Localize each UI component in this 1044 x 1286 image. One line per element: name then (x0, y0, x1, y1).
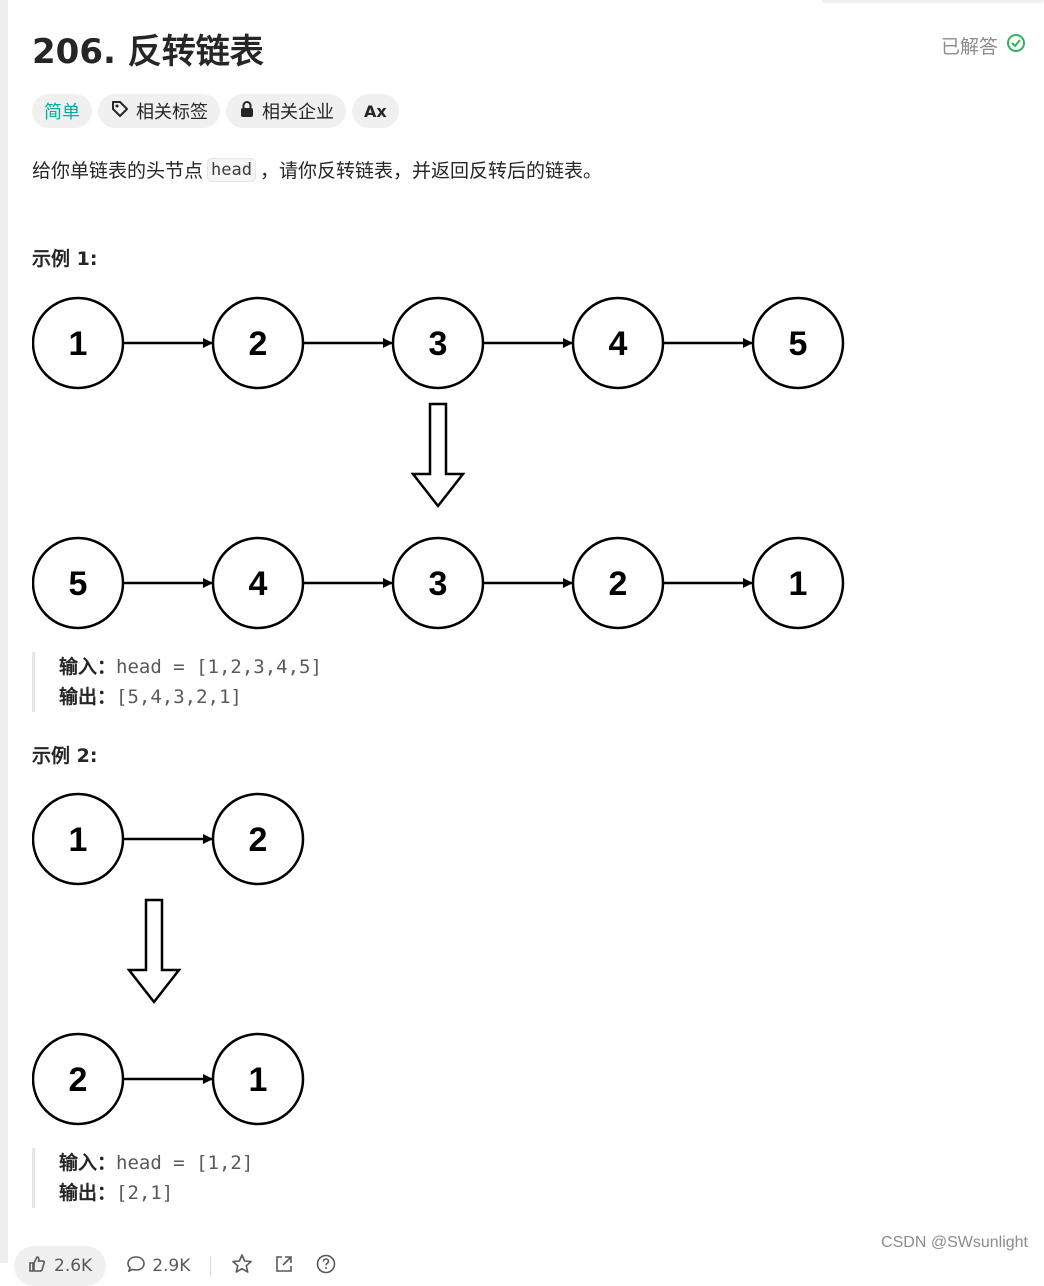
help-icon[interactable] (315, 1253, 337, 1280)
example-2-io: 输入：head = [1,2] 输出：[2,1] (32, 1148, 459, 1208)
node-circle (211, 1032, 305, 1126)
comment-icon (126, 1255, 146, 1278)
related-tags-button[interactable]: 相关标签 (98, 94, 220, 128)
example-1-before-node-2: 2 (211, 296, 305, 390)
top-dropdown-shadow (822, 0, 1044, 3)
example-1-title: 示例 1: (32, 248, 98, 270)
node-circle (751, 296, 845, 390)
like-count: 2.6K (54, 1256, 93, 1276)
difficulty-tag[interactable]: 简单 (32, 94, 92, 128)
output-value: [5,4,3,2,1] (116, 686, 242, 708)
left-edge-bar (0, 0, 8, 1263)
related-companies-button[interactable]: 相关企业 (226, 94, 346, 128)
input-value: head = [1,2] (116, 1152, 254, 1174)
example-2-after-node-1: 2 (32, 1032, 125, 1126)
node-value: 1 (249, 1061, 268, 1099)
input-value: head = [1,2,3,4,5] (116, 656, 322, 678)
csdn-watermark: CSDN @SWsunlight (881, 1234, 1028, 1251)
tag-icon (110, 99, 130, 124)
node-value: 4 (249, 565, 268, 603)
example-1-before-node-4: 4 (571, 296, 665, 390)
node-circle (211, 792, 305, 886)
problem-description: 给你单链表的头节点 head ，请你反转链表，并返回反转后的链表。 (32, 156, 602, 183)
reverse-down-arrow (410, 402, 466, 509)
example-1-before-node-1: 1 (32, 296, 125, 390)
node-value: 1 (789, 565, 808, 603)
related-tags-label: 相关标签 (136, 102, 208, 123)
example-1-after-node-2: 4 (211, 536, 305, 630)
reverse-down-arrow (126, 898, 182, 1005)
translate-button[interactable]: Ax (352, 94, 399, 128)
like-button[interactable]: 2.6K (14, 1246, 107, 1286)
solved-status: 已解答 (941, 32, 1026, 59)
output-label: 输出： (59, 686, 117, 708)
problem-title: 206. 反转链表 (32, 32, 264, 72)
related-companies-label: 相关企业 (262, 102, 334, 123)
example-1-after-node-4: 2 (571, 536, 665, 630)
node-value: 1 (69, 821, 88, 859)
example-1-output: 输出：[5,4,3,2,1] (59, 682, 459, 712)
node-circle (751, 536, 845, 630)
node-value: 1 (69, 325, 88, 363)
node-value: 2 (69, 1061, 88, 1099)
node-value: 2 (609, 565, 628, 603)
input-label: 输入： (59, 1152, 117, 1174)
comments-button[interactable]: 2.9K (126, 1246, 190, 1286)
node-value: 5 (69, 565, 88, 603)
example-2-title: 示例 2: (32, 745, 98, 767)
example-1-before-node-3: 3 (391, 296, 485, 390)
description-text-before: 给你单链表的头节点 (32, 160, 204, 182)
example-2-before-node-1: 1 (32, 792, 125, 886)
node-value: 5 (789, 325, 808, 363)
input-label: 输入： (59, 656, 117, 678)
example-1-input: 输入：head = [1,2,3,4,5] (59, 652, 459, 682)
example-2-output: 输出：[2,1] (59, 1178, 459, 1208)
difficulty-label: 简单 (44, 102, 80, 123)
example-2-before-node-2: 2 (211, 792, 305, 886)
comment-count: 2.9K (152, 1256, 191, 1276)
example-2-after-node-2: 1 (211, 1032, 305, 1126)
lock-icon (238, 100, 256, 123)
node-value: 2 (249, 325, 268, 363)
translate-icon: Ax (364, 101, 387, 121)
tag-row: 简单 相关标签 相关企业 Ax (32, 94, 399, 128)
node-value: 3 (429, 325, 448, 363)
example-1-after-node-3: 3 (391, 536, 485, 630)
example-1-after-node-5: 1 (751, 536, 845, 630)
node-value: 3 (429, 565, 448, 603)
output-value: [2,1] (116, 1182, 174, 1204)
thumbs-up-icon (28, 1255, 46, 1278)
bottom-action-bar: 2.6K 2.9K (14, 1246, 337, 1286)
example-1-before-node-5: 5 (751, 296, 845, 390)
solved-label: 已解答 (940, 36, 998, 58)
example-1-after-node-1: 5 (32, 536, 125, 630)
share-icon[interactable] (273, 1253, 295, 1280)
description-text-after: ，请你反转链表，并返回反转后的链表。 (259, 160, 602, 182)
divider (210, 1256, 212, 1276)
example-2-diagram: 1 2 2 1 (32, 792, 305, 1126)
example-1-diagram: 1 2 3 4 5 5 4 3 2 1 (32, 296, 845, 630)
node-value: 4 (609, 325, 628, 363)
star-icon[interactable] (231, 1253, 253, 1280)
node-value: 2 (249, 821, 268, 859)
description-code-head: head (207, 157, 256, 182)
example-2-input: 输入：head = [1,2] (59, 1148, 459, 1178)
output-label: 输出： (59, 1182, 117, 1204)
check-circle-icon (1006, 33, 1026, 58)
example-1-io: 输入：head = [1,2,3,4,5] 输出：[5,4,3,2,1] (32, 652, 459, 712)
